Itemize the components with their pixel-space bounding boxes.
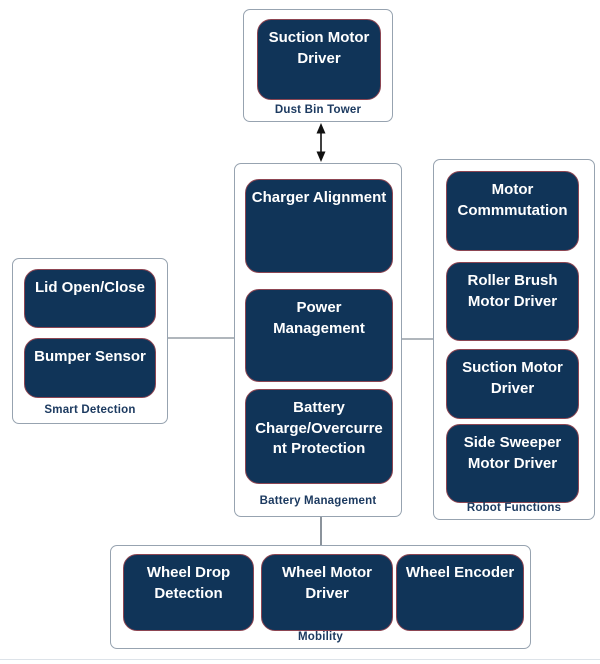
node-motor-commmutation: Motor Commmutation	[446, 171, 579, 251]
group-battery-management: Charger Alignment Power Management Batte…	[234, 163, 402, 517]
group-label-dust-bin-tower: Dust Bin Tower	[274, 104, 362, 116]
node-charger-alignment: Charger Alignment	[245, 179, 393, 273]
connector-battery-to-mobility	[320, 517, 322, 545]
group-mobility: Wheel Drop Detection Wheel Motor Driver …	[110, 545, 531, 649]
node-wheel-drop-detection: Wheel Drop Detection	[123, 554, 254, 631]
node-side-sweeper-motor-driver: Side Sweeper Motor Driver	[446, 424, 579, 503]
group-label-smart-detection: Smart Detection	[44, 404, 136, 416]
group-dust-bin-tower: Suction Motor Driver Dust Bin Tower	[243, 9, 393, 122]
node-power-management: Power Management	[245, 289, 393, 382]
bidirectional-arrow-icon	[316, 123, 326, 162]
group-robot-functions: Motor Commmutation Roller Brush Motor Dr…	[433, 159, 595, 520]
group-label-battery-management: Battery Management	[259, 495, 377, 507]
page-bottom-edge	[0, 659, 600, 660]
connector-battery-to-robot	[402, 338, 433, 340]
node-battery-charge-overcurrent-protection: Battery Charge/Overcurre nt Protection	[245, 389, 393, 484]
node-lid-open-close: Lid Open/Close	[24, 269, 156, 328]
node-suction-motor-driver-robot: Suction Motor Driver	[446, 349, 579, 419]
node-bumper-sensor: Bumper Sensor	[24, 338, 156, 398]
group-label-mobility: Mobility	[297, 631, 344, 643]
group-smart-detection: Lid Open/Close Bumper Sensor Smart Detec…	[12, 258, 168, 424]
node-roller-brush-motor-driver: Roller Brush Motor Driver	[446, 262, 579, 341]
node-wheel-motor-driver: Wheel Motor Driver	[261, 554, 393, 631]
connector-smart-to-battery	[168, 337, 234, 339]
node-wheel-encoder: Wheel Encoder	[396, 554, 524, 631]
node-suction-motor-driver-dustbin: Suction Motor Driver	[257, 19, 381, 100]
group-label-robot-functions: Robot Functions	[466, 502, 562, 514]
